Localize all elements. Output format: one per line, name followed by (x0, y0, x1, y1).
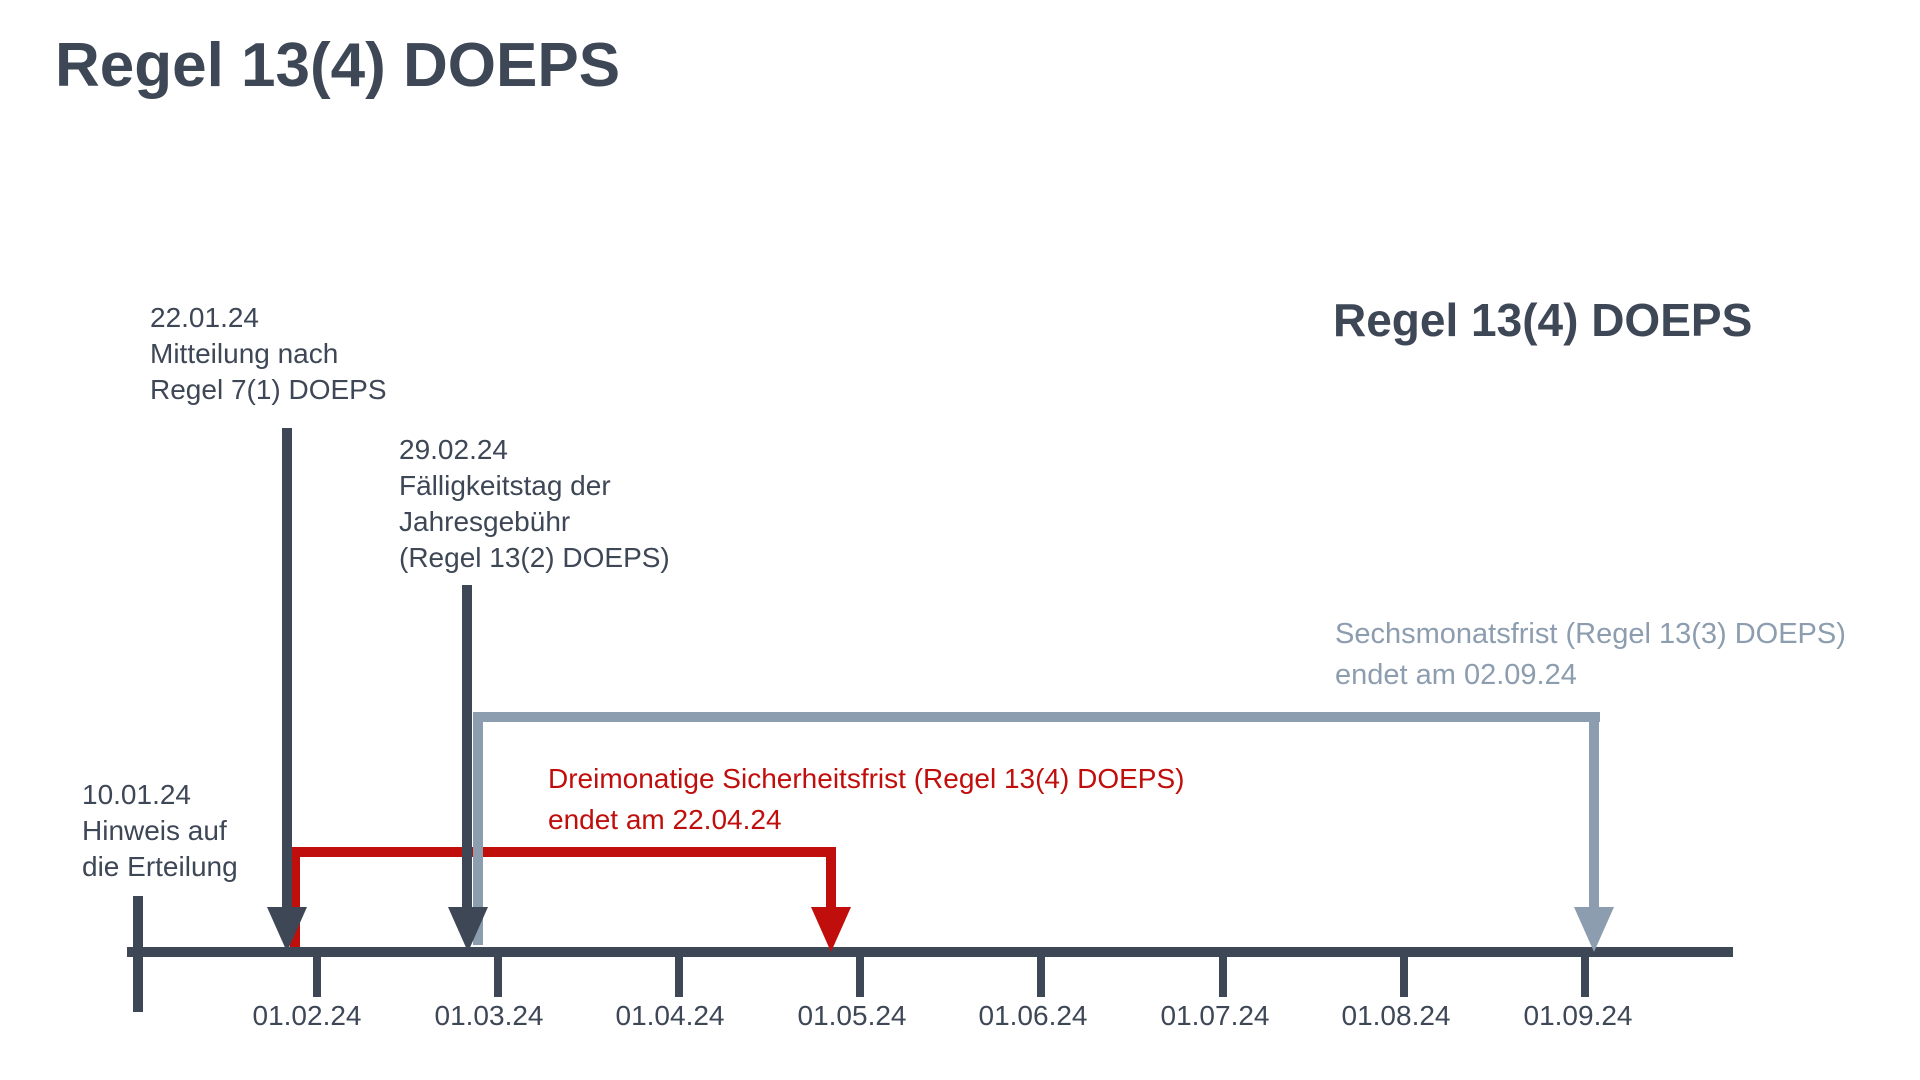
tick-label-apr: 01.04.24 (615, 1000, 725, 1031)
grant-line2: Hinweis auf (82, 815, 227, 846)
fee-due-date: 29.02.24 (399, 434, 508, 465)
event-label-fee-due: 29.02.24 Fälligkeitstag der Jahresgebühr… (399, 432, 670, 576)
timeline-tick-feb (313, 957, 321, 997)
six-month-arrowhead-icon (1574, 907, 1614, 952)
notice-event-arrow-shaft (282, 428, 292, 915)
six-month-span (473, 712, 1600, 722)
timeline-tick-sep (1581, 957, 1589, 997)
grant-line3: die Erteilung (82, 851, 238, 882)
tick-label-aug: 01.08.24 (1341, 1000, 1451, 1031)
notice-line2: Mitteilung nach (150, 338, 339, 369)
fee-due-event-arrow-shaft (462, 585, 472, 915)
fee-due-line4: (Regel 13(2) DOEPS) (399, 542, 670, 573)
fee-due-line2: Fälligkeitstag der (399, 470, 611, 501)
tick-label-feb: 01.02.24 (252, 1000, 362, 1031)
tick-label-mar: 01.03.24 (434, 1000, 544, 1031)
six-month-right-leg (1589, 712, 1599, 910)
safety-line1: Dreimonatige Sicherheitsfrist (Regel 13(… (548, 763, 1185, 794)
timeline-tick-mar (494, 957, 502, 997)
six-month-line1: Sechsmonatsfrist (Regel 13(3) DOEPS) (1335, 618, 1846, 650)
tick-label-may: 01.05.24 (797, 1000, 907, 1031)
safety-period-right-leg (826, 847, 836, 910)
safety-period-arrowhead-icon (811, 907, 851, 952)
timeline-tick-aug (1400, 957, 1408, 997)
notice-date: 22.01.24 (150, 302, 259, 333)
slide-title: Regel 13(4) DOEPS (55, 31, 621, 100)
corner-heading: Regel 13(4) DOEPS (1333, 294, 1753, 346)
tick-label-sep: 01.09.24 (1523, 1000, 1633, 1031)
event-label-grant: 10.01.24 Hinweis auf die Erteilung (82, 777, 238, 885)
timeline-axis (127, 947, 1733, 957)
fee-due-line3: Jahresgebühr (399, 506, 571, 537)
six-month-line2: endet am 02.09.24 (1335, 659, 1577, 691)
safety-period-span (288, 847, 835, 857)
tick-label-jul: 01.07.24 (1160, 1000, 1270, 1031)
timeline-tick-may (856, 957, 864, 997)
timeline-start-marker (133, 896, 143, 1012)
six-month-period-label: Sechsmonatsfrist (Regel 13(3) DOEPS) end… (1335, 614, 1846, 696)
safety-period-left-leg (290, 847, 300, 947)
tick-label-jun: 01.06.24 (978, 1000, 1088, 1031)
six-month-left-leg (473, 712, 483, 945)
event-label-notice: 22.01.24 Mitteilung nach Regel 7(1) DOEP… (150, 300, 387, 408)
grant-date: 10.01.24 (82, 779, 191, 810)
timeline-tick-apr (675, 957, 683, 997)
safety-line2: endet am 22.04.24 (548, 804, 782, 835)
fee-due-event-arrowhead-icon (448, 907, 488, 952)
safety-period-label: Dreimonatige Sicherheitsfrist (Regel 13(… (548, 758, 1184, 840)
timeline-tick-jun (1037, 957, 1045, 997)
timeline-tick-jul (1219, 957, 1227, 997)
notice-event-arrowhead-icon (267, 907, 307, 952)
notice-line3: Regel 7(1) DOEPS (150, 374, 387, 405)
